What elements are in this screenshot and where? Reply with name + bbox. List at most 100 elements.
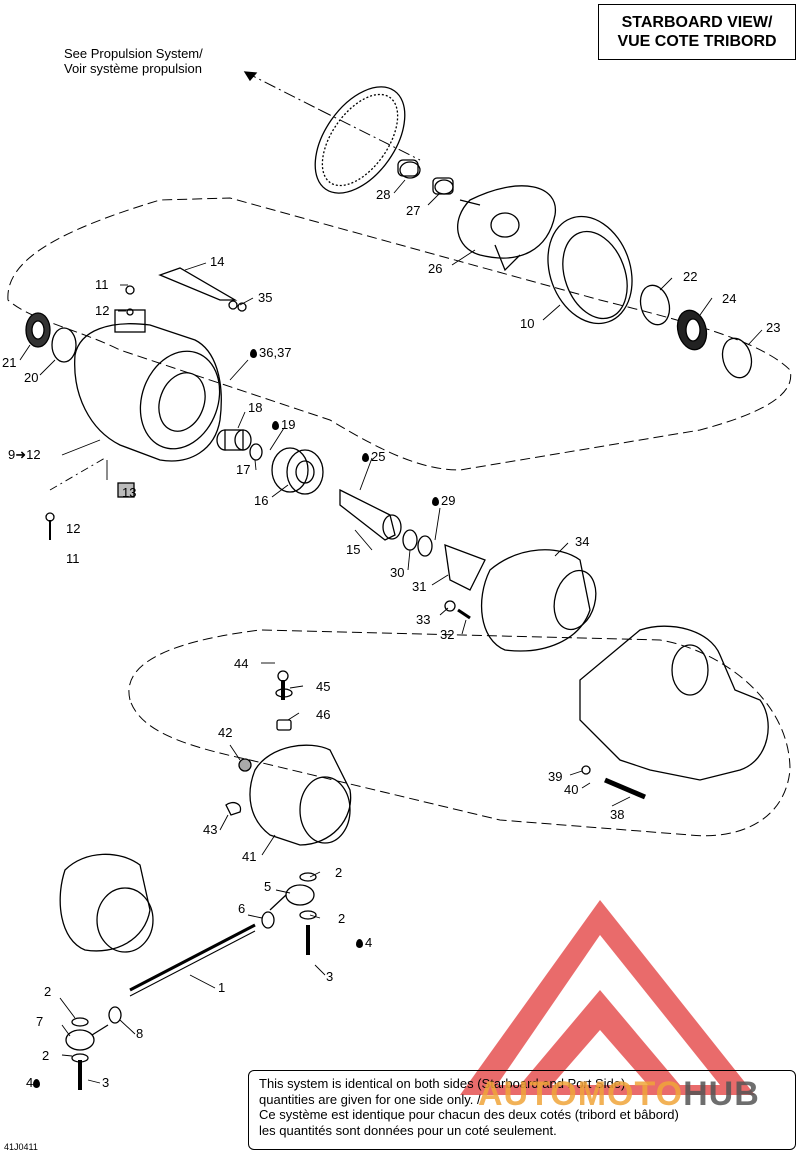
lubricant-drop-icon [272,421,279,430]
lubricant-drop-icon [362,453,369,462]
ring-22 [639,284,671,326]
callout-30: 30 [390,565,405,580]
cone-31 [444,544,486,591]
reference-label-en: See Propulsion System/ [64,46,203,61]
callout-40: 40 [564,782,579,797]
o-ring-30a [402,529,418,551]
bolt-38 [604,777,646,800]
view-title-box: STARBOARD VIEW/ VUE COTE TRIBORD [598,4,796,60]
shaft-15 [339,488,402,541]
callout-17: 17 [236,462,251,477]
seal-24 [676,309,708,351]
callout-19: 19 [272,418,295,431]
note-line-1: This system is identical on both sides (… [259,1076,626,1091]
pump-housing-9 [74,267,238,462]
lubricant-drop-icon [432,497,439,506]
callout-5: 5 [264,879,272,894]
callout-32: 32 [440,627,455,642]
callout-11-top: 11 [95,277,109,292]
steering-nozzle-port [59,853,154,953]
callout-45: 45 [316,679,331,694]
watermark-part-3: HUB [683,1075,760,1113]
callout-8: 8 [136,1026,144,1041]
watermark-part-1: AUTO [478,1075,578,1113]
callout-20: 20 [24,370,39,385]
callout-31: 31 [412,579,427,594]
callout-6: 6 [238,901,246,916]
callout-11-bottom: 11 [66,551,80,566]
callout-29-label: 29 [441,493,456,508]
ball-joint-5 [269,884,315,911]
callout-34: 34 [575,534,590,549]
callout-12-bottom: 12 [66,521,81,536]
note-line-4: les quantités sont données pour un coté … [259,1122,557,1138]
o-ring-20 [51,327,77,363]
steering-rod-1 [129,923,256,997]
venturi-34 [480,549,597,652]
clip-43 [225,801,242,816]
group-outline-upper [7,197,792,471]
callout-22: 22 [683,269,698,284]
arrow-right-icon: ➜ [15,447,27,462]
group-outline-lower [128,629,791,837]
callout-2-c: 2 [44,984,52,999]
callout-1: 1 [218,980,226,995]
callout-24: 24 [722,291,737,306]
nut-13 [117,482,135,498]
bearing-16 [271,447,324,495]
callout-25-label: 25 [371,449,386,464]
view-title-en: STARBOARD VIEW/ [621,14,773,31]
watermark-part-2: MOTO [577,1075,684,1113]
reference-label-fr: Voir système propulsion [64,61,203,76]
drive-ring [314,86,406,194]
callout-36-37-label: 36,37 [259,345,292,360]
callout-2-b: 2 [338,911,346,926]
callout-42: 42 [218,725,233,740]
callout-12-top: 12 [95,303,110,318]
note-line-2: quantities are given for one side only. … [259,1091,481,1107]
cap-23 [721,337,753,379]
callout-35: 35 [258,290,273,305]
callout-33: 33 [416,612,431,627]
callout-28: 28 [376,187,391,202]
lubricant-drop-icon [356,939,363,948]
callout-4-right: 4 [356,936,372,949]
callout-38: 38 [610,807,625,822]
callout-15: 15 [346,542,361,557]
ball-joint-7 [65,1024,109,1051]
callout-13: 13 [122,485,137,500]
callout-10: 10 [520,316,535,331]
bushing-27 [432,177,454,195]
callout-9-label: 9 [8,447,16,462]
callout-7: 7 [36,1014,44,1029]
o-ring-30b [417,535,433,557]
callout-36-37: 36,37 [250,346,292,359]
nozzle-bracket [579,625,769,781]
bushing-28 [397,159,421,179]
callout-4-left: 4 [26,1076,42,1089]
impeller-26 [457,185,556,272]
lubricant-drop-icon [33,1079,41,1088]
seal-21 [25,312,51,348]
callout-14: 14 [210,254,225,269]
callout-29: 29 [432,494,455,507]
callout-19-label: 19 [281,417,296,432]
note-box: This system is identical on both sides (… [248,1070,796,1150]
note-line-3: Ce système est identique pour chacun des… [259,1107,679,1122]
o-ring-17 [249,443,263,461]
callout-21: 21 [2,355,17,370]
leader-lines [19,179,763,1084]
callout-25: 25 [362,450,385,463]
callout-4-right-label: 4 [365,935,373,950]
callout-44: 44 [234,656,249,671]
watermark-logo [460,900,755,1095]
callout-3-left: 3 [102,1075,110,1090]
callout-41: 41 [242,849,257,864]
callout-2-a: 2 [335,865,343,880]
callout-9-to-label: 12 [26,447,41,462]
callout-2-d: 2 [42,1048,50,1063]
callout-46: 46 [316,707,331,722]
bushing-18 [216,429,252,451]
